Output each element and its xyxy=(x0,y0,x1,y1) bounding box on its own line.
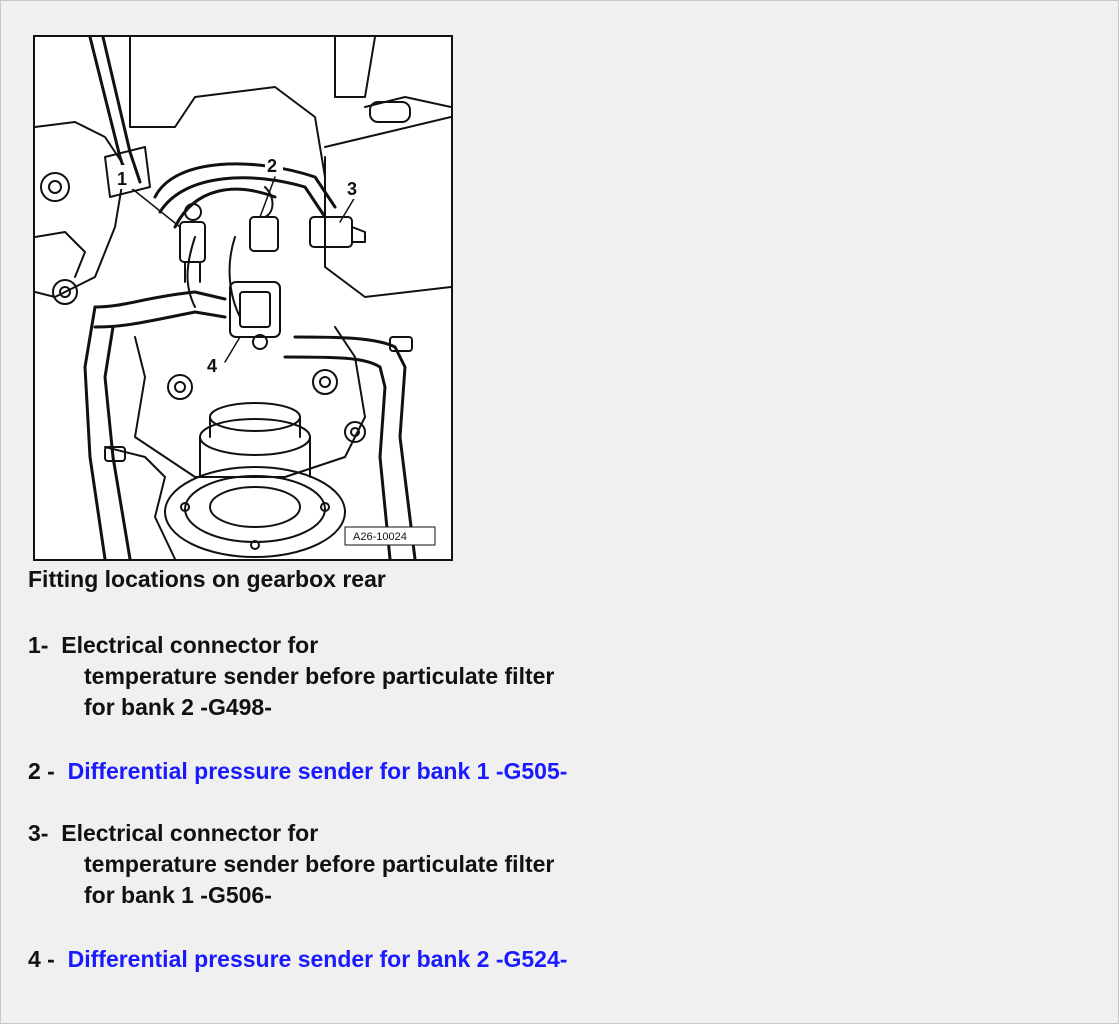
legend-number: 1- xyxy=(28,632,49,658)
legend-item-3: 3- Electrical connector for temperature … xyxy=(28,818,554,911)
legend-text-line1: Electrical connector for xyxy=(61,632,319,658)
legend-item-1: 1- Electrical connector for temperature … xyxy=(28,630,554,723)
callout-4: 4 xyxy=(207,356,217,376)
callout-1: 1 xyxy=(117,169,127,189)
legend-number: 3- xyxy=(28,820,49,846)
legend-text-line1: Electrical connector for xyxy=(61,820,319,846)
legend-item-2: 2 - Differential pressure sender for ban… xyxy=(28,756,567,787)
legend-text-line3: for bank 2 -G498- xyxy=(84,694,272,720)
g505-sender-link[interactable]: Differential pressure sender for bank 1 … xyxy=(67,758,568,784)
reference-code: A26-10024 xyxy=(353,531,407,543)
legend-text-line2: temperature sender before particulate fi… xyxy=(84,663,555,689)
legend-text-line3: for bank 1 -G506- xyxy=(84,882,272,908)
legend-number: 2 - xyxy=(28,758,55,784)
legend-number: 4 - xyxy=(28,946,55,972)
callout-3: 3 xyxy=(347,179,357,199)
legend-item-4: 4 - Differential pressure sender for ban… xyxy=(28,944,567,975)
callout-2: 2 xyxy=(267,156,277,176)
gearbox-illustration: 1 2 3 4 A26-10024 xyxy=(33,35,453,561)
legend-text-line2: temperature sender before particulate fi… xyxy=(84,851,555,877)
gearbox-drawing: 1 2 3 4 A26-10024 xyxy=(35,37,451,559)
g524-sender-link[interactable]: Differential pressure sender for bank 2 … xyxy=(67,946,568,972)
figure-caption: Fitting locations on gearbox rear xyxy=(28,566,386,592)
